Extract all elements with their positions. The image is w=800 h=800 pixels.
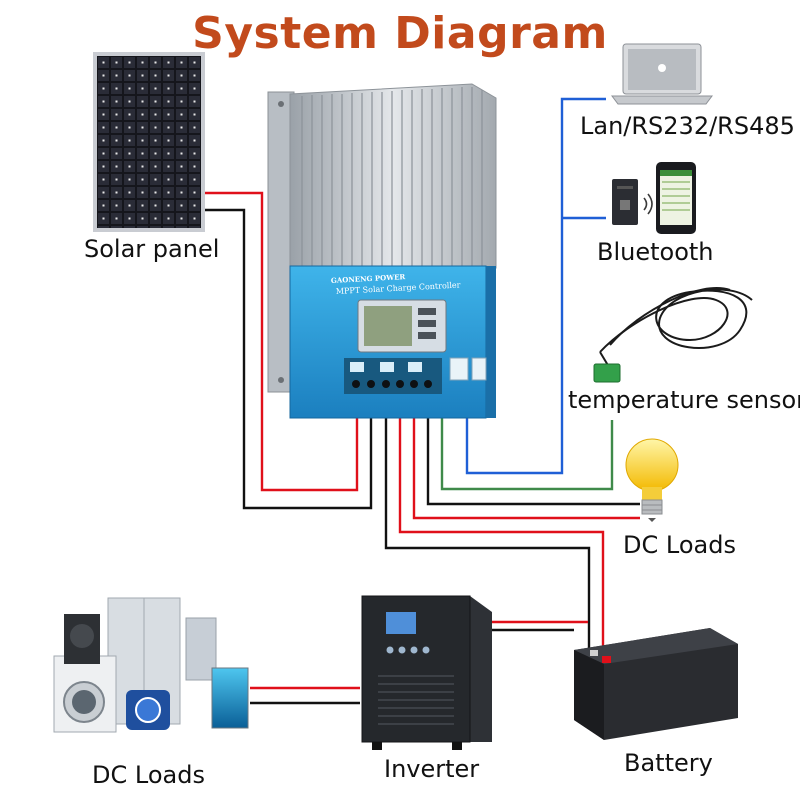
label-dc-loads-right: DC Loads — [623, 531, 736, 559]
comm-wire — [465, 97, 606, 475]
battery-negative-wire — [384, 395, 591, 660]
solar-positive-wire — [204, 191, 359, 492]
solar-negative-wire — [204, 208, 373, 510]
label-comm-ports: Lan/RS232/RS485 — [580, 112, 795, 140]
device-brand: GAONENG POWER — [331, 272, 406, 285]
charge-controller-image: GAONENG POWER MPPT Solar Charge Controll… — [267, 83, 497, 419]
smartphone-image — [656, 162, 696, 234]
laptop-image — [611, 43, 713, 105]
battery-image — [574, 628, 738, 740]
dc-load-negative-wire — [426, 395, 640, 506]
label-bluetooth: Bluetooth — [597, 238, 714, 266]
wiring — [204, 97, 640, 705]
solar-panel-image — [93, 52, 205, 232]
sensor-wire — [440, 388, 614, 491]
label-inverter: Inverter — [384, 755, 480, 783]
label-temperature-sensor: temperature sensor — [568, 386, 800, 414]
diagram-title: System Diagram — [192, 8, 608, 59]
dc-load-positive-wire — [412, 395, 640, 520]
temperature-sensor-image — [593, 287, 753, 383]
label-battery: Battery — [624, 749, 713, 777]
inverter-image — [361, 595, 492, 750]
light-bulb-image — [625, 438, 679, 522]
label-dc-loads-left: DC Loads — [92, 761, 205, 789]
appliances-image — [53, 597, 249, 733]
label-solar-panel: Solar panel — [84, 235, 220, 263]
bluetooth-module-image — [612, 179, 653, 225]
battery-positive-wire — [398, 395, 605, 660]
